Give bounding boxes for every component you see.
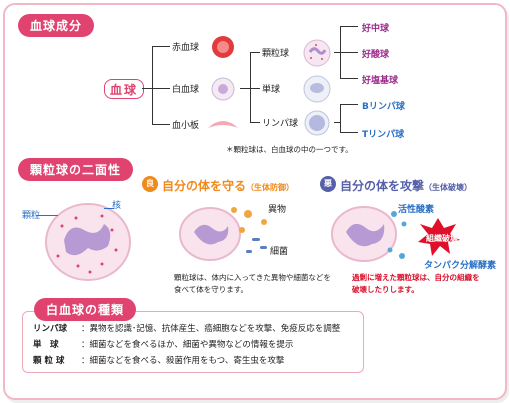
granulocyte-diagram: [45, 203, 131, 281]
granule-label: 顆粒: [22, 211, 41, 221]
connector: [340, 52, 358, 53]
connector: [142, 88, 152, 89]
connector: [340, 132, 358, 133]
good-badge: 良: [142, 176, 158, 192]
t-lymphocyte-label: Tリンパ球: [362, 130, 405, 140]
connector: [152, 46, 153, 124]
connector: [340, 26, 358, 27]
bad-description-line1: 過剰に増えた顆粒球は、自分の組織を: [352, 273, 480, 282]
list-item: リンパ球：異物を認識･記憶、抗体産生、癌細胞などを攻撃、免疫反応を調整: [33, 324, 341, 334]
granulocyte-icon: [303, 39, 331, 67]
connector: [152, 46, 170, 47]
branch-red-blood-cell: 赤血球: [172, 43, 200, 53]
eosinophil-label: 好酸球: [362, 50, 390, 60]
bad-heading: 自分の体を攻撃（生体破壊）: [340, 179, 473, 193]
root-blood-box: [104, 79, 144, 99]
good-description-line1: 顆粒球は、体内に入ってきた異物や細菌などを: [174, 273, 331, 282]
tissue-destruction-label: 組織破壊: [426, 234, 458, 243]
branch-white-blood-cell: 白血球: [172, 85, 200, 95]
platelet-icon: [208, 121, 238, 128]
foreign-label: 異物: [268, 205, 287, 215]
red-blood-cell-icon: [212, 36, 234, 58]
lymphocyte-icon: [304, 110, 330, 136]
granulocyte-note: ＊顆粒球は、白血球の中の一つです。: [226, 145, 353, 154]
connector: [240, 88, 250, 89]
phagocytosis-illustration: [179, 207, 267, 261]
basophil-label: 好塩基球: [362, 76, 399, 86]
connector: [250, 52, 260, 53]
list-item: 単 球：細菌などを食べるほか、細菌や異物などの情報を提示: [33, 340, 294, 350]
section-title-blood-components: 血球成分: [18, 14, 95, 37]
list-item: 顆 粒 球：細菌などを食べる、殺菌作用をもつ、寄生虫を攻撃: [33, 356, 285, 366]
wbc-granulocyte: 顆粒球: [262, 49, 290, 59]
nucleus-label: 核: [112, 201, 122, 211]
connector: [340, 78, 358, 79]
pointer-line: [104, 208, 114, 209]
bad-description-line2: 破壊したりします。: [352, 285, 419, 294]
wbc-lymphocyte: リンパ球: [262, 119, 299, 129]
connector: [340, 104, 358, 105]
connector: [334, 122, 340, 123]
branch-platelet: 血小板: [172, 121, 200, 131]
wbc-types-box: リンパ球：異物を認識･記憶、抗体産生、癌細胞などを攻撃、免疫反応を調整 単 球：…: [22, 311, 364, 373]
section-title-wbc-types: 白血球の種類: [34, 298, 137, 321]
connector: [250, 122, 260, 123]
connector: [250, 52, 251, 122]
protease-label: タンパク分解酵素: [424, 261, 497, 271]
good-description-line2: 食べて体を守ります。: [174, 285, 248, 294]
bad-badge: 悪: [320, 176, 336, 192]
white-blood-cell-icon: [211, 77, 235, 101]
connector: [340, 104, 341, 132]
section-title-duality: 顆粒球の二面性: [18, 158, 134, 181]
connector: [250, 88, 260, 89]
active-oxygen-label: 活性酸素: [398, 205, 435, 215]
connector: [152, 124, 170, 125]
b-lymphocyte-label: Bリンパ球: [362, 102, 405, 112]
connector: [334, 52, 340, 53]
tissue-damage-illustration: [331, 206, 460, 262]
good-heading: 自分の体を守る（生体防御）: [162, 179, 295, 193]
pointer-line: [36, 215, 58, 216]
wbc-monocyte: 単球: [262, 85, 281, 95]
root-blood-label: 血球: [110, 83, 139, 97]
connector: [152, 88, 170, 89]
bacteria-label: 細菌: [270, 247, 289, 257]
monocyte-icon: [303, 75, 331, 103]
neutrophil-label: 好中球: [362, 24, 390, 34]
